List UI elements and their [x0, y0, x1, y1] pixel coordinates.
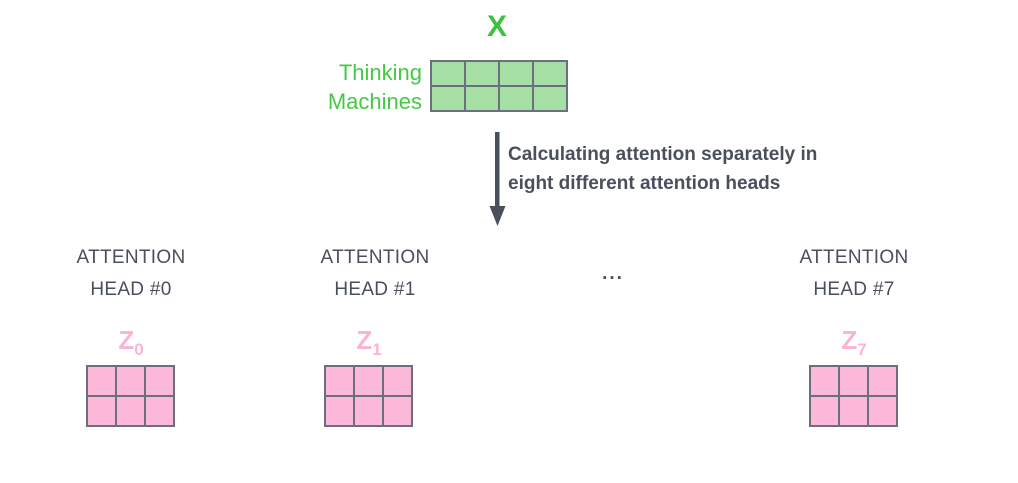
matrix-cell — [840, 397, 869, 427]
output-matrix-z1 — [324, 365, 413, 427]
z1-label: Z1 — [309, 325, 429, 365]
z7-label-subscript: 7 — [857, 340, 867, 360]
matrix-cell — [326, 397, 355, 427]
matrix-row — [811, 397, 898, 427]
flow-caption-line2: eight different attention heads — [508, 173, 781, 194]
matrix-cell — [326, 367, 355, 397]
matrix-cell — [840, 367, 869, 397]
input-row-labels: Thinking Machines — [250, 58, 422, 116]
output-matrix-z7 — [809, 365, 898, 427]
matrix-cell — [384, 367, 413, 397]
matrix-row — [326, 367, 413, 397]
attention-head-0-title: ATTENTION HEAD #0 — [11, 242, 251, 306]
attention-head-7-title-line1: ATTENTION — [799, 247, 909, 268]
matrix-row — [432, 62, 568, 87]
z0-label-subscript: 0 — [134, 340, 144, 360]
input-matrix-title: X — [0, 10, 1018, 44]
down-arrow-icon — [488, 132, 508, 233]
attention-head-7-title-line2: HEAD #7 — [813, 279, 895, 300]
matrix-row — [88, 397, 175, 427]
matrix-cell — [811, 397, 840, 427]
flow-caption-line1: Calculating attention separately in — [508, 144, 818, 165]
matrix-cell — [117, 367, 146, 397]
matrix-row — [88, 367, 175, 397]
matrix-cell — [384, 397, 413, 427]
matrix-cell — [432, 87, 466, 112]
matrix-cell — [432, 62, 466, 87]
attention-head-7-title: ATTENTION HEAD #7 — [734, 242, 974, 306]
input-row-label-thinking: Thinking — [338, 60, 422, 85]
ellipsis-separator: ... — [602, 263, 624, 284]
input-matrix-x — [430, 60, 568, 112]
matrix-cell — [466, 87, 500, 112]
matrix-cell — [466, 62, 500, 87]
z1-label-subscript: 1 — [372, 340, 382, 360]
matrix-cell — [500, 62, 534, 87]
flow-caption: Calculating attention separately in eigh… — [508, 140, 908, 198]
matrix-cell — [534, 62, 568, 87]
matrix-row — [432, 87, 568, 112]
z7-label-base: Z — [841, 325, 858, 355]
matrix-cell — [146, 397, 175, 427]
attention-head-0-title-line2: HEAD #0 — [90, 279, 172, 300]
output-matrix-z0 — [86, 365, 175, 427]
attention-head-1-title-line2: HEAD #1 — [334, 279, 416, 300]
matrix-cell — [146, 367, 175, 397]
matrix-cell — [869, 367, 898, 397]
matrix-cell — [534, 87, 568, 112]
matrix-cell — [500, 87, 534, 112]
matrix-cell — [88, 367, 117, 397]
matrix-row — [811, 367, 898, 397]
z0-label: Z0 — [71, 325, 191, 365]
input-matrix-title-text: X — [486, 10, 507, 43]
attention-head-1-title-line1: ATTENTION — [320, 247, 430, 268]
matrix-row — [326, 397, 413, 427]
input-row-label-machines: Machines — [327, 89, 422, 114]
matrix-cell — [117, 397, 146, 427]
matrix-cell — [355, 367, 384, 397]
z1-label-base: Z — [356, 325, 373, 355]
attention-head-0-title-line1: ATTENTION — [76, 247, 186, 268]
z7-label: Z7 — [794, 325, 914, 365]
matrix-cell — [355, 397, 384, 427]
z0-label-base: Z — [118, 325, 135, 355]
matrix-cell — [88, 397, 117, 427]
attention-head-1-title: ATTENTION HEAD #1 — [255, 242, 495, 306]
matrix-cell — [811, 367, 840, 397]
matrix-cell — [869, 397, 898, 427]
